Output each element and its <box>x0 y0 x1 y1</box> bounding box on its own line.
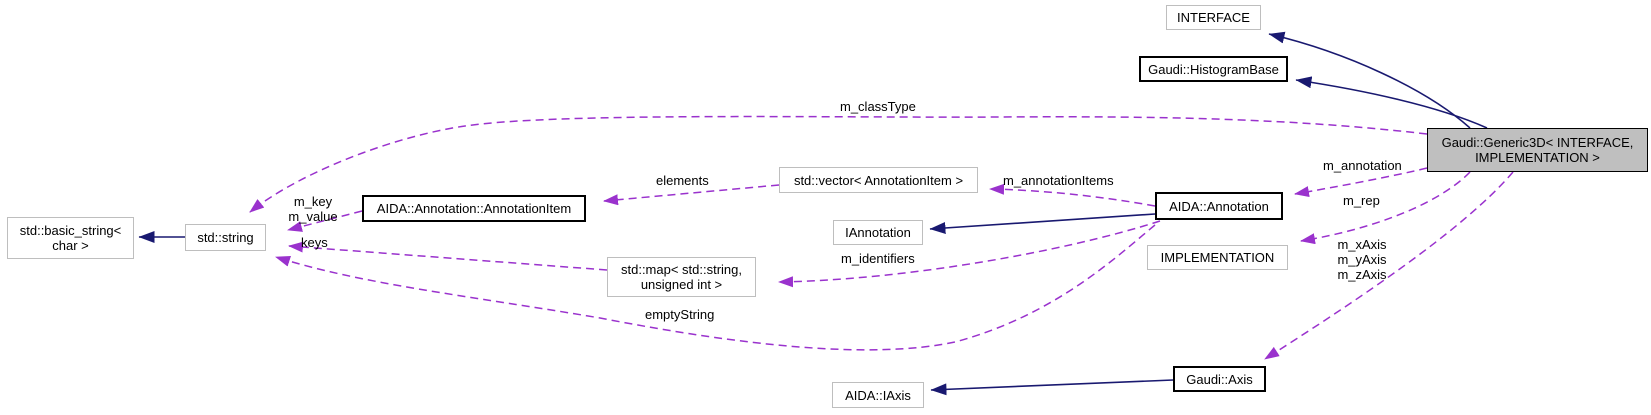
edge-inherit-generic3d-interface <box>1268 31 1471 129</box>
edge-elements <box>603 184 780 206</box>
node-aida-annotation-annotationitem[interactable]: AIDA::Annotation::AnnotationItem <box>362 195 586 222</box>
node-gaudi-histogrambase[interactable]: Gaudi::HistogramBase <box>1139 56 1288 82</box>
edge-emptystring <box>275 224 1156 351</box>
edge-inherit-generic3d-histogrambase <box>1295 76 1488 129</box>
node-gaudi-generic3d: Gaudi::Generic3D< INTERFACE, IMPLEMENTAT… <box>1427 128 1648 172</box>
edge-m-annotationitems <box>989 183 1156 207</box>
node-iannotation: IAnnotation <box>833 220 923 245</box>
edge-label-m-identifiers: m_identifiers <box>841 251 915 266</box>
edge-label-m-key-value: m_key m_value <box>288 194 338 224</box>
edge-m-rep <box>1300 171 1471 245</box>
edge-inherit-gaudiaxis-iaxis <box>930 379 1174 396</box>
node-std-basic-string: std::basic_string< char > <box>7 217 134 259</box>
node-std-vector-annotationitem: std::vector< AnnotationItem > <box>779 167 978 193</box>
node-std-string: std::string <box>185 224 266 251</box>
node-implementation: IMPLEMENTATION <box>1147 245 1288 270</box>
node-aida-iaxis: AIDA::IAxis <box>832 382 924 408</box>
edge-inherit-annotation-iannotation <box>929 213 1156 234</box>
edge-label-m-axes: m_xAxis m_yAxis m_zAxis <box>1337 237 1387 282</box>
edge-label-m-classtype: m_classType <box>840 99 916 114</box>
edge-label-keys: keys <box>301 235 328 250</box>
edge-label-m-annotation: m_annotation <box>1323 158 1402 173</box>
edge-label-elements: elements <box>656 173 709 188</box>
node-std-map: std::map< std::string, unsigned int > <box>607 257 756 297</box>
node-aida-annotation[interactable]: AIDA::Annotation <box>1155 192 1283 220</box>
edge-m-classtype <box>249 115 1428 213</box>
edge-label-emptystring: emptyString <box>645 307 715 322</box>
edge-label-m-rep: m_rep <box>1343 193 1380 208</box>
edge-label-m-annotationitems: m_annotationItems <box>1003 173 1114 188</box>
edge-keys <box>288 241 608 271</box>
node-interface: INTERFACE <box>1166 5 1261 30</box>
edge-m-axes <box>1264 171 1514 360</box>
edge-m-identifiers <box>778 220 1161 288</box>
node-gaudi-axis[interactable]: Gaudi::Axis <box>1173 366 1266 392</box>
edge-m-annotation <box>1294 167 1428 198</box>
